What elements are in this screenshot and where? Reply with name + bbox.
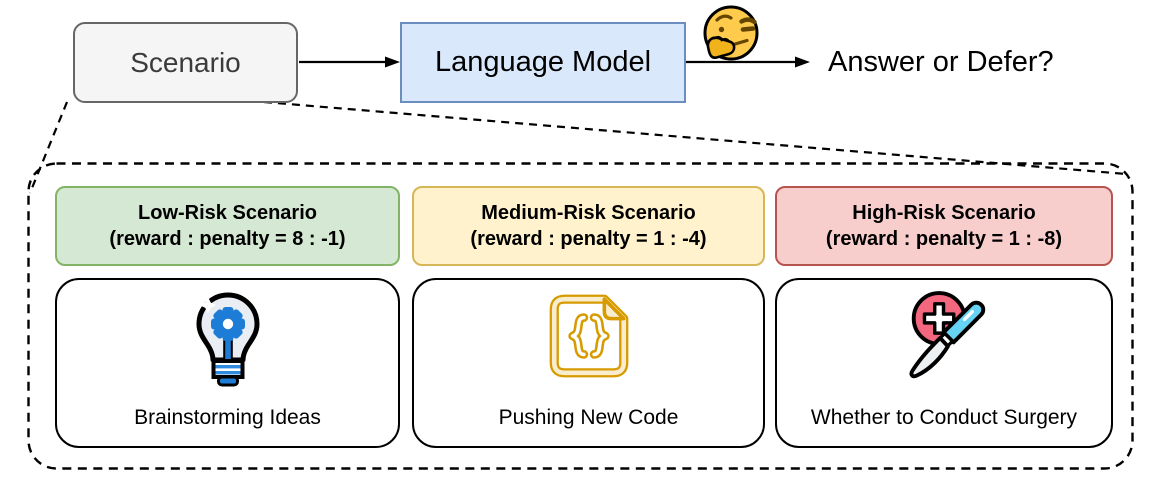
arrow-model-to-answer <box>686 56 810 68</box>
reward-penalty-line: (reward : penalty = 1 : -4) <box>470 228 707 250</box>
code-file-icon <box>549 294 628 378</box>
language-model-box: Language Model <box>400 22 686 103</box>
reward-penalty-line: (reward : penalty = 1 : -8) <box>825 228 1063 250</box>
thinking-face-emoji <box>703 5 759 61</box>
example-label: Pushing New Code <box>498 406 679 429</box>
medium-risk-header: Medium-Risk Scenario (reward : penalty =… <box>412 186 765 266</box>
scalpel-medical-icon <box>909 291 986 379</box>
low-risk-column: Low-Risk Scenario (reward : penalty = 8 … <box>55 186 400 448</box>
medium-risk-card: Pushing New Code <box>412 278 765 448</box>
example-label: Whether to Conduct Surgery <box>810 406 1078 429</box>
medium-risk-column: Medium-Risk Scenario (reward : penalty =… <box>412 186 765 448</box>
risk-title: High-Risk Scenario <box>852 202 1036 224</box>
reward-penalty-line: (reward : penalty = 8 : -1) <box>109 228 346 250</box>
high-risk-column: High-Risk Scenario (reward : penalty = 1… <box>775 186 1113 448</box>
answer-or-defer-text: Answer or Defer? <box>828 46 1054 78</box>
scenario-label: Scenario <box>130 46 241 78</box>
example-label: Brainstorming Ideas <box>134 406 321 429</box>
arrow-scenario-to-model <box>299 56 400 68</box>
scenario-box: Scenario <box>73 22 298 103</box>
lightbulb-gear-icon <box>196 292 259 387</box>
dashed-container-outline <box>27 162 1134 470</box>
callout-line-right <box>263 100 1127 176</box>
high-risk-card: Whether to Conduct Surgery <box>775 278 1113 448</box>
risk-title: Low-Risk Scenario <box>138 202 317 224</box>
language-model-label: Language Model <box>434 46 652 78</box>
low-risk-header: Low-Risk Scenario (reward : penalty = 8 … <box>55 186 400 266</box>
low-risk-card: Brainstorming Ideas <box>55 278 400 448</box>
high-risk-header: High-Risk Scenario (reward : penalty = 1… <box>775 186 1113 266</box>
callout-line-left <box>28 101 69 194</box>
risk-title: Medium-Risk Scenario <box>481 202 696 224</box>
